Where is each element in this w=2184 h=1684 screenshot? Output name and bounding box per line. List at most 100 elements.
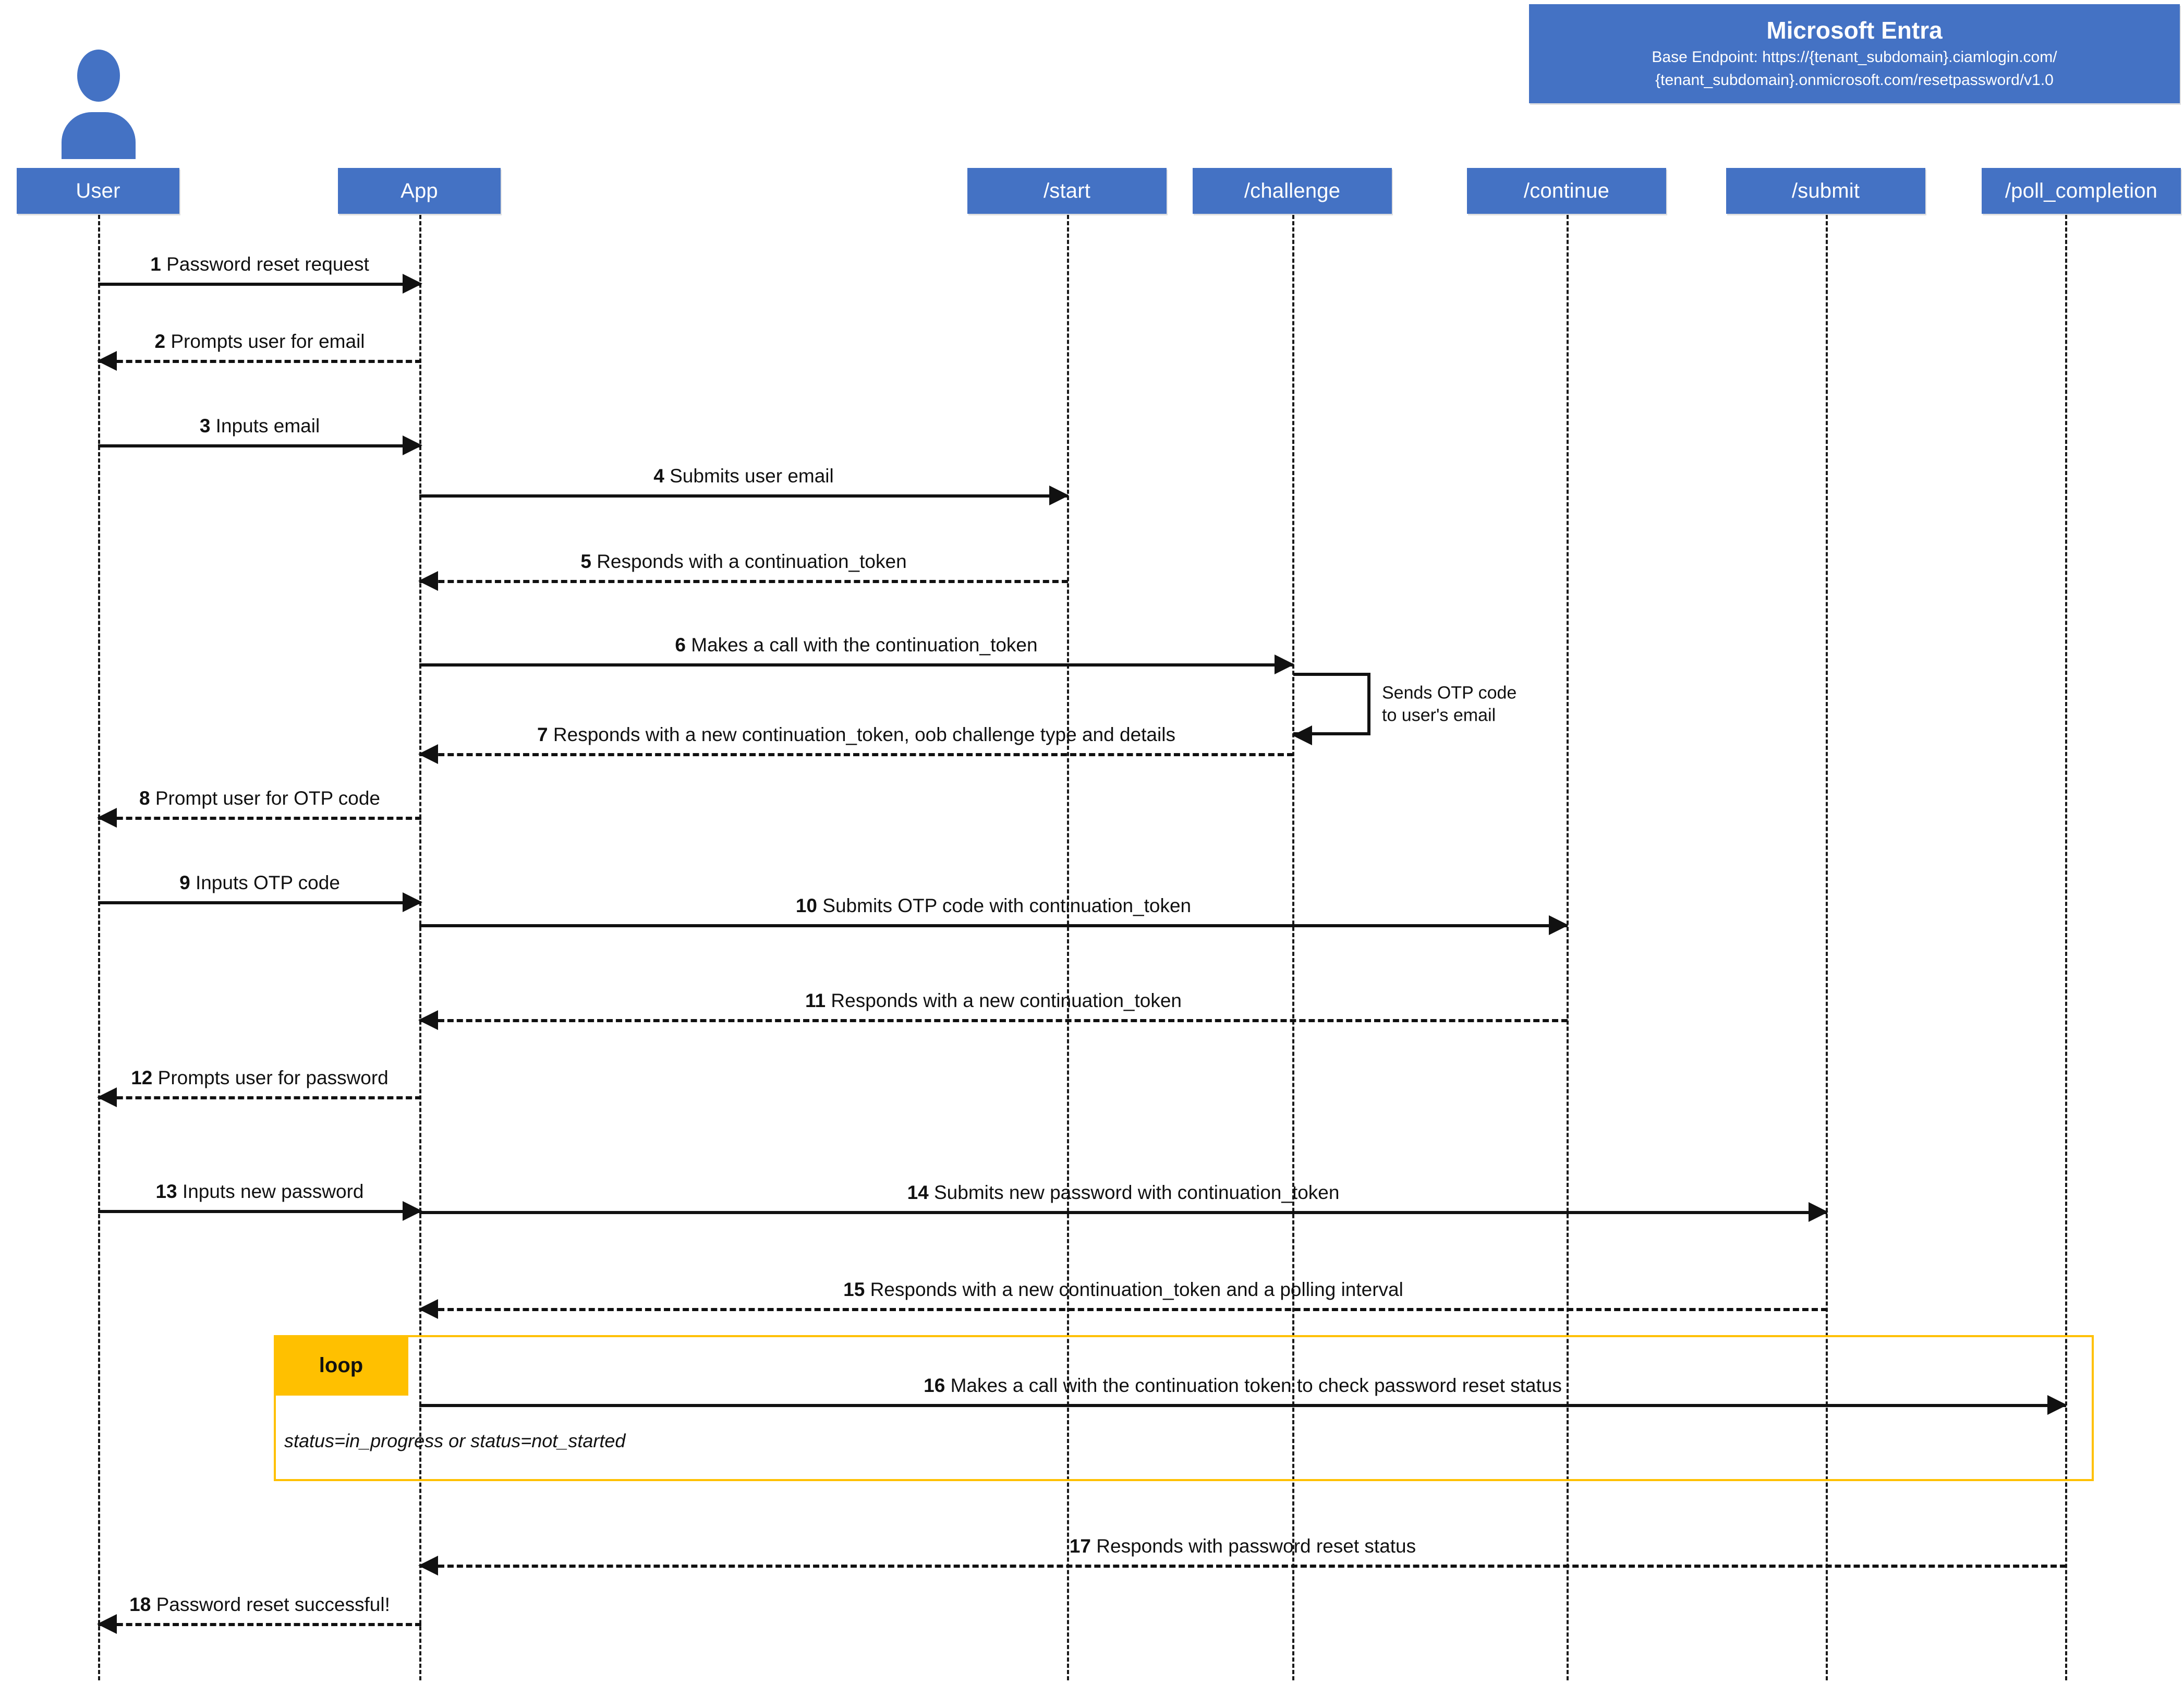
arrowhead-icon [97, 351, 117, 371]
message-7-label: 7 Responds with a new continuation_token… [419, 724, 1293, 746]
arrowhead-icon [403, 435, 422, 455]
message-16-text: Makes a call with the continuation token… [950, 1375, 1562, 1397]
message-13-line [98, 1210, 421, 1213]
message-10-line [419, 924, 1568, 927]
participant-user[interactable]: User [17, 168, 179, 214]
message-4-number: 4 [653, 465, 664, 487]
message-16-line [419, 1404, 2066, 1407]
arrowhead-icon [418, 1010, 438, 1030]
arrowhead-icon [418, 744, 438, 764]
participant-user-label: User [76, 179, 120, 202]
message-5-line [419, 580, 1068, 583]
message-10-number: 10 [795, 895, 818, 917]
message-14-label: 14 Submits new password with continuatio… [419, 1182, 1827, 1204]
message-12-number: 12 [131, 1067, 153, 1089]
participant-poll-completion[interactable]: /poll_completion [1982, 168, 2181, 214]
self-message-bottom-line [1293, 732, 1370, 735]
arrowhead-icon [418, 1556, 438, 1576]
participant-poll-completion-label: /poll_completion [2005, 179, 2158, 202]
participant-submit-label: /submit [1791, 179, 1860, 202]
message-15-label: 15 Responds with a new continuation_toke… [419, 1279, 1827, 1301]
message-17-label: 17 Responds with password reset status [419, 1535, 2066, 1557]
participant-challenge-label: /challenge [1244, 179, 1341, 202]
message-8-text: Prompt user for OTP code [155, 788, 380, 809]
message-13-number: 13 [155, 1181, 177, 1203]
lifeline-app [419, 215, 421, 1680]
message-5-number: 5 [580, 551, 591, 573]
message-18-number: 18 [129, 1594, 151, 1616]
message-18-text: Password reset successful! [156, 1594, 390, 1616]
arrowhead-icon [403, 892, 422, 912]
message-16-number: 16 [924, 1375, 945, 1397]
message-11-line [419, 1019, 1568, 1022]
loop-fragment-label: loop [319, 1353, 363, 1377]
participant-start[interactable]: /start [967, 168, 1167, 214]
message-1-text: Password reset request [166, 253, 369, 275]
message-14-number: 14 [907, 1182, 929, 1204]
entra-banner-title: Microsoft Entra [1766, 17, 1943, 44]
message-10-text: Submits OTP code with continuation_token [822, 895, 1192, 917]
arrowhead-icon [418, 1299, 438, 1319]
arrowhead-icon [1049, 486, 1069, 505]
self-message-note-line2: to user's email [1382, 705, 1496, 725]
message-11-label: 11 Responds with a new continuation_toke… [419, 990, 1568, 1012]
message-8-number: 8 [139, 788, 150, 809]
lifeline-submit [1826, 215, 1828, 1680]
lifeline-user [98, 215, 100, 1680]
self-message-challenge[interactable]: Sends OTP code to user's email [1292, 673, 1516, 745]
entra-banner: Microsoft Entra Base Endpoint: https://{… [1529, 4, 2180, 103]
message-12-text: Prompts user for password [157, 1067, 389, 1089]
message-13-label: 13 Inputs new password [98, 1181, 421, 1203]
message-16-label: 16 Makes a call with the continuation to… [419, 1375, 2066, 1397]
message-2-line [98, 360, 421, 363]
message-7-text: Responds with a new continuation_token, … [553, 724, 1175, 746]
arrowhead-icon [97, 808, 117, 828]
participant-challenge[interactable]: /challenge [1193, 168, 1392, 214]
user-actor-icon [57, 50, 141, 159]
arrowhead-icon [1809, 1202, 1828, 1222]
message-11-number: 11 [805, 990, 826, 1012]
lifeline-start [1067, 215, 1069, 1680]
lifeline-continue [1567, 215, 1569, 1680]
entra-banner-endpoint-line2: {tenant_subdomain}.onmicrosoft.com/reset… [1655, 71, 2054, 89]
message-18-line [98, 1623, 421, 1626]
message-15-line [419, 1308, 1827, 1311]
message-15-number: 15 [843, 1279, 865, 1301]
arrowhead-icon [97, 1614, 117, 1634]
message-8-line [98, 817, 421, 820]
arrowhead-icon [1292, 725, 1312, 745]
message-17-text: Responds with password reset status [1096, 1535, 1416, 1557]
message-5-label: 5 Responds with a continuation_token [419, 551, 1068, 573]
message-7-line [419, 753, 1293, 756]
loop-fragment-tab: loop [274, 1335, 408, 1396]
loop-fragment-condition: status=in_progress or status=not_started [284, 1430, 626, 1451]
message-5-text: Responds with a continuation_token [597, 551, 907, 573]
entra-banner-endpoint-line1: Base Endpoint: https://{tenant_subdomain… [1652, 48, 2057, 66]
arrowhead-icon [97, 1087, 117, 1107]
participant-app[interactable]: App [338, 168, 501, 214]
arrowhead-icon [418, 571, 438, 591]
message-11-text: Responds with a new continuation_token [831, 990, 1182, 1012]
self-message-note: Sends OTP code to user's email [1382, 682, 1516, 726]
actor-body-icon [62, 112, 136, 159]
message-12-line [98, 1096, 421, 1099]
actor-head-icon [77, 50, 120, 102]
participant-continue[interactable]: /continue [1467, 168, 1666, 214]
message-2-label: 2 Prompts user for email [98, 331, 421, 353]
participant-app-label: App [401, 179, 438, 202]
participant-continue-label: /continue [1523, 179, 1610, 202]
message-8-label: 8 Prompt user for OTP code [98, 788, 421, 809]
message-2-number: 2 [154, 331, 166, 353]
participant-submit[interactable]: /submit [1726, 168, 1925, 214]
message-18-label: 18 Password reset successful! [98, 1594, 421, 1616]
message-3-line [98, 444, 421, 447]
message-13-text: Inputs new password [182, 1181, 364, 1203]
message-6-number: 6 [675, 634, 686, 656]
message-6-line [419, 663, 1293, 667]
message-15-text: Responds with a new continuation_token a… [870, 1279, 1403, 1301]
arrowhead-icon [1275, 655, 1294, 674]
loop-fragment-frame [274, 1335, 2094, 1481]
message-3-number: 3 [199, 415, 211, 437]
message-6-text: Makes a call with the continuation_token [691, 634, 1038, 656]
